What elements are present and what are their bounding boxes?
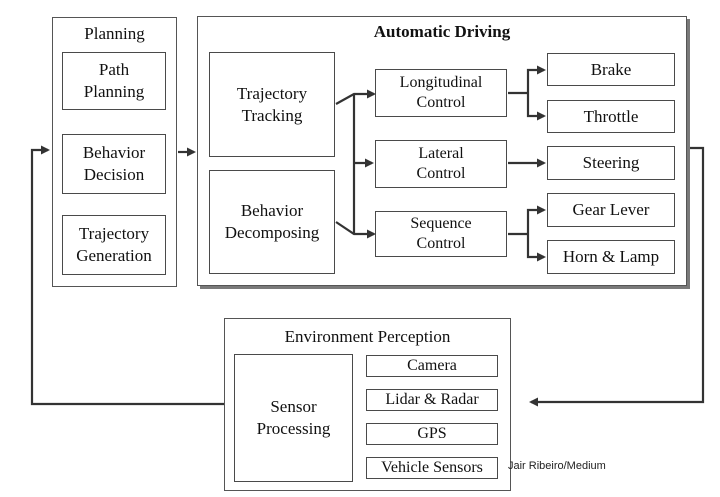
horn-lamp-box: Horn & Lamp — [547, 240, 675, 274]
trajectory-generation-box: Trajectory Generation — [62, 215, 166, 275]
arrow-to-brake — [526, 65, 546, 93]
path-planning-box: Path Planning — [62, 52, 166, 110]
steering-box: Steering — [547, 146, 675, 180]
planning-title: Planning — [84, 24, 145, 43]
arrow-driving-to-perception — [529, 146, 705, 407]
arrow-to-gear-lever — [526, 205, 546, 234]
behavior-decision-box: Behavior Decision — [62, 134, 166, 194]
lateral-control-box: Lateral Control — [375, 140, 507, 188]
throttle-box: Throttle — [547, 100, 675, 133]
longitudinal-control-box: Longitudinal Control — [375, 69, 507, 117]
vehicle-sensors-box: Vehicle Sensors — [366, 457, 498, 479]
automatic-driving-title: Automatic Driving — [373, 22, 511, 41]
environment-perception-title: Environment Perception — [284, 327, 451, 346]
camera-box: Camera — [366, 355, 498, 377]
trajectory-tracking-box: Trajectory Tracking — [209, 52, 335, 157]
sensor-processing-box: Sensor Processing — [234, 354, 353, 482]
sequence-control-box: Sequence Control — [375, 211, 507, 257]
arrow-to-horn-lamp — [526, 234, 546, 262]
source-credit: Jair Ribeiro/Medium — [508, 460, 606, 472]
behavior-decomposing-box: Behavior Decomposing — [209, 170, 335, 274]
brake-box: Brake — [547, 53, 675, 86]
lidar-radar-box: Lidar & Radar — [366, 389, 498, 411]
arrow-to-throttle — [526, 93, 546, 121]
gps-box: GPS — [366, 423, 498, 445]
arrow-perception-to-planning — [30, 145, 224, 406]
gear-lever-box: Gear Lever — [547, 193, 675, 227]
